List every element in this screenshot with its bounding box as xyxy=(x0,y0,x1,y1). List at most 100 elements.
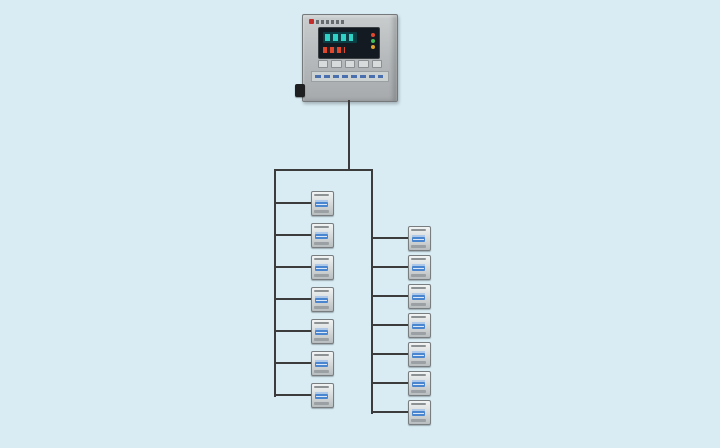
detector-base xyxy=(314,369,329,373)
detector-base xyxy=(411,302,426,306)
alarm-readout xyxy=(323,47,345,53)
controller-display xyxy=(318,27,380,59)
detector-cap xyxy=(314,257,329,260)
detector-row xyxy=(371,312,431,338)
keypad-button xyxy=(318,60,329,68)
detector-display-band xyxy=(315,327,328,335)
gas-detector xyxy=(408,283,431,309)
detector-base xyxy=(314,305,329,309)
detector-cap xyxy=(411,373,426,376)
detector-base xyxy=(411,244,426,248)
brand-text-mark xyxy=(316,19,344,24)
detector-cap xyxy=(314,193,329,196)
detector-row xyxy=(274,190,334,216)
detector-cap xyxy=(314,225,329,228)
detector-base xyxy=(411,389,426,393)
brand-dot-icon xyxy=(309,19,314,24)
detector-row xyxy=(274,222,334,248)
detector-base xyxy=(411,360,426,364)
connector-stub-line xyxy=(371,266,408,268)
gas-detector xyxy=(311,222,334,248)
gas-detector xyxy=(311,254,334,280)
detector-display-band xyxy=(315,263,328,271)
detector-display-band xyxy=(412,321,425,329)
main-drop-line xyxy=(348,100,350,170)
keypad-button xyxy=(358,60,369,68)
detector-row xyxy=(371,341,431,367)
connector-stub-line xyxy=(371,295,408,297)
left-detector-branch xyxy=(274,190,334,408)
detector-row xyxy=(274,254,334,280)
detector-row xyxy=(371,254,431,280)
detector-display-band xyxy=(412,350,425,358)
detector-display-band xyxy=(315,295,328,303)
detector-display-band xyxy=(412,408,425,416)
detector-cap xyxy=(411,402,426,405)
keypad-button xyxy=(331,60,342,68)
detector-row xyxy=(274,318,334,344)
gas-detector xyxy=(408,399,431,425)
detector-display-band xyxy=(412,263,425,271)
controller-handle xyxy=(295,84,305,97)
keypad-button xyxy=(344,60,356,68)
connector-stub-line xyxy=(371,353,408,355)
alarm-light-icon xyxy=(371,33,375,37)
detector-display-band xyxy=(412,292,425,300)
detector-base xyxy=(314,209,329,213)
detector-row xyxy=(274,382,334,408)
detector-base xyxy=(314,401,329,405)
detector-cap xyxy=(411,344,426,347)
detector-display-band xyxy=(412,234,425,242)
gas-detector xyxy=(311,190,334,216)
detector-row xyxy=(371,283,431,309)
connector-stub-line xyxy=(274,298,311,300)
connector-stub-line xyxy=(274,202,311,204)
detector-cap xyxy=(314,289,329,292)
right-detector-branch xyxy=(371,225,431,425)
detector-display-band xyxy=(315,391,328,399)
detector-base xyxy=(314,241,329,245)
connector-stub-line xyxy=(274,234,311,236)
right-bus-line xyxy=(371,169,373,414)
detector-cap xyxy=(314,353,329,356)
gas-detector xyxy=(408,225,431,251)
detector-row xyxy=(371,225,431,251)
detector-cap xyxy=(411,228,426,231)
detector-display-band xyxy=(315,199,328,207)
brand-mark-icon xyxy=(309,19,344,24)
detector-base xyxy=(314,337,329,341)
detector-display-band xyxy=(315,231,328,239)
detector-base xyxy=(411,418,426,422)
power-light-icon xyxy=(371,39,375,43)
controller-label-strip xyxy=(311,71,389,82)
detector-cap xyxy=(411,286,426,289)
detector-display-band xyxy=(412,379,425,387)
fault-light-icon xyxy=(371,45,375,49)
lcd-readout xyxy=(323,32,357,43)
header-line xyxy=(274,169,373,171)
keypad-button xyxy=(371,60,383,68)
gas-detector xyxy=(311,350,334,376)
gas-detector xyxy=(408,254,431,280)
connector-stub-line xyxy=(371,411,408,413)
detector-cap xyxy=(314,385,329,388)
gas-detector xyxy=(311,318,334,344)
detector-cap xyxy=(411,315,426,318)
controller-keypad xyxy=(318,60,383,68)
detector-base xyxy=(411,273,426,277)
connector-stub-line xyxy=(274,394,311,396)
detector-row xyxy=(371,370,431,396)
detector-cap xyxy=(314,321,329,324)
detector-display-band xyxy=(315,359,328,367)
gas-detector xyxy=(408,341,431,367)
gas-detector xyxy=(408,370,431,396)
gas-detector xyxy=(311,286,334,312)
connector-stub-line xyxy=(274,266,311,268)
connector-stub-line xyxy=(371,382,408,384)
detector-row xyxy=(274,350,334,376)
gas-detector xyxy=(408,312,431,338)
detector-base xyxy=(314,273,329,277)
connector-stub-line xyxy=(371,324,408,326)
gas-detector xyxy=(311,382,334,408)
